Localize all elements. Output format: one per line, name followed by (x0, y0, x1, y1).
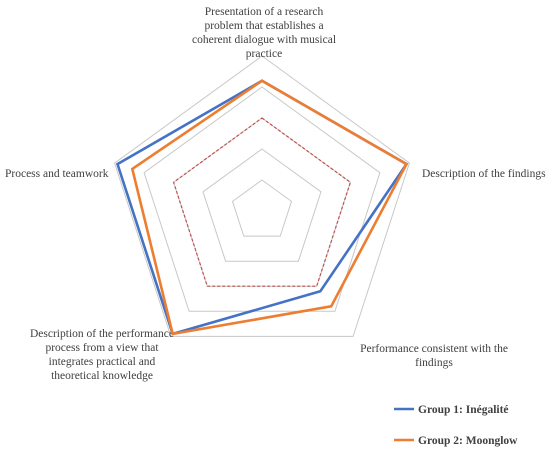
grid-ring (231, 179, 293, 237)
reference-polygon (172, 117, 352, 287)
axis-label-4-line-4: theoretical knowledge (51, 370, 153, 382)
legend-label-1: Group 1: Inégalité (418, 404, 509, 416)
axis-label-1-line-1: Presentation of a research (205, 6, 324, 18)
axis-label-1-line-2: problem that establishes a (204, 20, 323, 32)
axis-labels: Presentation of a research problem that e… (5, 6, 546, 382)
axis-label-1-line-4: practice (246, 48, 282, 60)
reference-polygon-layer (172, 117, 352, 287)
axis-label-5-line-1: Process and teamwork (5, 168, 109, 180)
legend-label-2: Group 2: Moonglow (418, 435, 518, 447)
axis-label-4-line-3: integrates practical and (49, 356, 156, 368)
series-polygon-2 (130, 79, 409, 336)
axis-label-2-line-1: Description of the findings (422, 168, 546, 180)
axis-label-3-line-1: Performance consistent with the (360, 343, 508, 355)
axis-label-3-line-2: findings (415, 357, 453, 369)
axis-label-1-line-3: coherent dialogue with musical (192, 34, 336, 46)
axis-label-4-line-2: process from a view that (45, 342, 159, 354)
grid-ring (143, 86, 381, 312)
series-polygon-1 (115, 79, 409, 336)
grid-ring (202, 148, 322, 262)
grid-ring (114, 55, 410, 337)
axis-label-4-line-1: Description of the performance (30, 328, 174, 340)
series-layer (115, 79, 409, 336)
